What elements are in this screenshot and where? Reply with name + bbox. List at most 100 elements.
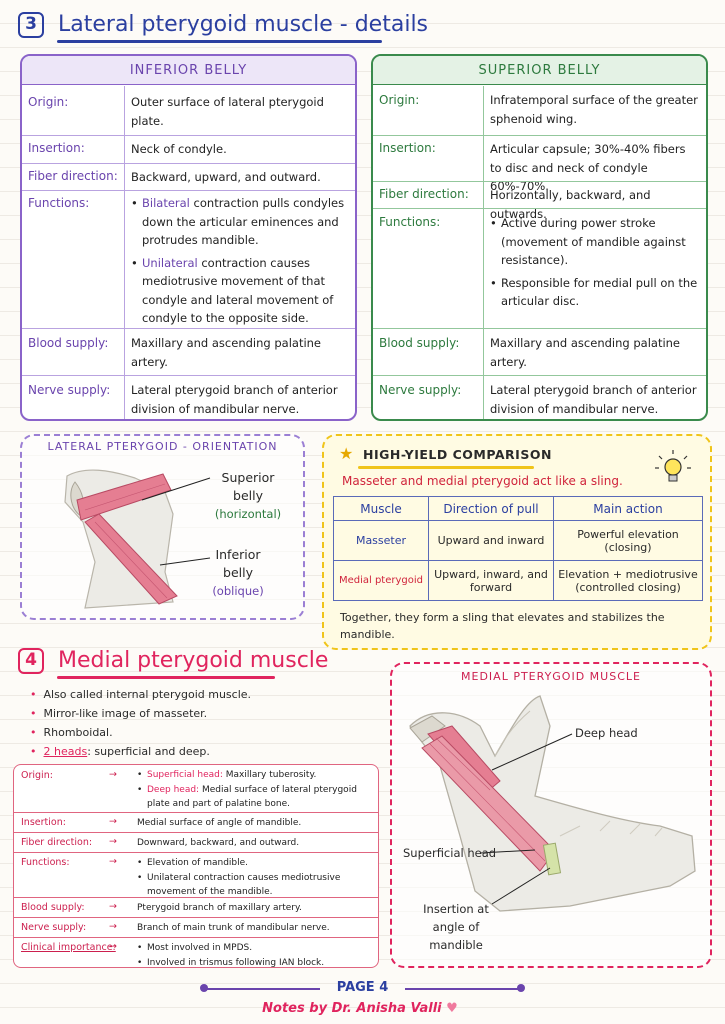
- superior-belly-caption: Superior belly (horizontal): [208, 469, 288, 523]
- footer-line-left: [205, 988, 320, 990]
- inferior-row-origin: Origin: Outer surface of lateral pterygo…: [22, 85, 355, 135]
- superior-row-fiber: Fiber direction: Horizontally, backward,…: [373, 181, 706, 221]
- superior-belly-caption-note: (horizontal): [214, 507, 282, 521]
- comparison-header-direction: Direction of pull: [428, 496, 554, 521]
- author-credit-text: Notes by Dr. Anisha Valli: [262, 1001, 442, 1016]
- superior-insertion-value: Articular capsule; 30%-40% fibers to dis…: [490, 142, 686, 193]
- medial-functions-arrow: →: [109, 856, 117, 867]
- superior-row-blood: Blood supply: Maxillary and ascending pa…: [373, 328, 706, 375]
- superior-row-insertion: Insertion: Articular capsule; 30%-40% fi…: [373, 135, 706, 193]
- medial-row-fiber: Fiber direction: → Downward, backward, a…: [14, 832, 378, 852]
- unilateral-keyword: Unilateral: [142, 255, 198, 270]
- section-3-title: Lateral pterygoid muscle - details: [58, 12, 429, 37]
- inferior-origin-label: Origin:: [28, 95, 69, 109]
- medial-blood-label: Blood supply:: [21, 902, 85, 913]
- medial-fiber-arrow: →: [109, 836, 117, 847]
- medial-functions-label: Functions:: [21, 857, 70, 868]
- superior-blood-value: Maxillary and ascending palatine artery.: [490, 336, 681, 369]
- footer-dot-left: [200, 984, 208, 992]
- superior-origin-label: Origin:: [379, 93, 420, 107]
- medial-figure-title: MEDIAL PTERYGOID MUSCLE: [461, 670, 641, 683]
- inferior-blood-value: Maxillary and ascending palatine artery.: [131, 336, 322, 369]
- inferior-blood-label: Blood supply:: [28, 336, 109, 350]
- medial-insertion-label: Insertion:: [21, 817, 66, 828]
- section-3-number: 3: [18, 12, 44, 38]
- superficial-head-label: Superficial head: [403, 846, 497, 860]
- superficial-head-keyword: Superficial head:: [147, 770, 223, 780]
- medial-blood-value: Pterygoid branch of maxillary artery.: [137, 903, 302, 913]
- medial-functions-value: Elevation of mandible. Unilateral contra…: [137, 856, 372, 900]
- medial-origin-value: Superficial head: Maxillary tuberosity. …: [137, 768, 372, 812]
- comparison-title: HIGH-YIELD COMPARISON: [363, 447, 552, 462]
- deep-head-keyword: Deep head:: [147, 785, 200, 795]
- section-4-bullet-3: • Rhomboidal.: [30, 726, 113, 739]
- medial-row-nerve: Nerve supply: → Branch of main trunk of …: [14, 917, 378, 937]
- inferior-insertion-value: Neck of condyle.: [131, 142, 227, 156]
- comparison-action-masseter: Powerful elevation (closing): [553, 520, 703, 561]
- lightbulb-icon: [655, 450, 691, 482]
- medial-clinical-1: Most involved in MPDS.: [137, 941, 372, 955]
- section-4-bullet-1: • Also called internal pterygoid muscle.: [30, 688, 252, 701]
- inferior-row-fiber: Fiber direction: Backward, upward, and o…: [22, 163, 355, 190]
- comparison-footer: Together, they form a sling that elevate…: [340, 611, 665, 641]
- medial-function-1: Elevation of mandible.: [137, 856, 372, 870]
- medial-row-origin: Origin: → Superficial head: Maxillary tu…: [14, 765, 378, 812]
- inferior-functions-label: Functions:: [28, 196, 90, 210]
- comparison-subtitle: Masseter and medial pterygoid act like a…: [342, 474, 623, 488]
- inferior-origin-value: Outer surface of lateral pterygoid plate…: [131, 95, 324, 128]
- medial-origin-superficial: Superficial head: Maxillary tuberosity.: [137, 768, 372, 782]
- superior-row-origin: Origin: Infratemporal surface of the gre…: [373, 85, 706, 135]
- medial-clinical-label: Clinical importance:: [21, 942, 116, 953]
- medial-nerve-value: Branch of main trunk of mandibular nerve…: [137, 923, 330, 933]
- inferior-nerve-label: Nerve supply:: [28, 383, 111, 397]
- medial-insertion-arrow: →: [109, 816, 117, 827]
- comparison-muscle-masseter: Masseter: [333, 520, 429, 561]
- medial-function-2: Unilateral contraction causes mediotrusi…: [137, 871, 372, 899]
- inferior-row-functions: Functions: Bilateral contraction pulls c…: [22, 190, 355, 328]
- medial-clinical-2: Involved in trismus following IAN block.: [137, 956, 372, 970]
- inferior-function-bilateral: Bilateral contraction pulls condyles dow…: [129, 194, 349, 250]
- comparison-header-muscle: Muscle: [333, 496, 429, 521]
- section-4-bullet-2: • Mirror-like image of masseter.: [30, 707, 208, 720]
- inferior-row-insertion: Insertion: Neck of condyle.: [22, 135, 355, 163]
- comparison-header-row: Muscle Direction of pull Main action: [333, 496, 703, 521]
- inferior-fiber-value: Backward, upward, and outward.: [131, 170, 321, 184]
- comparison-header-action: Main action: [553, 496, 703, 521]
- superior-function-1: Active during power stroke (movement of …: [488, 214, 700, 270]
- superior-functions-label: Functions:: [379, 215, 441, 229]
- inferior-row-blood: Blood supply: Maxillary and ascending pa…: [22, 328, 355, 375]
- section-4-underline: [57, 676, 275, 679]
- inferior-divider: [124, 85, 125, 419]
- superior-function-2: Responsible for medial pull on the artic…: [488, 274, 700, 311]
- superficial-head-text: Maxillary tuberosity.: [222, 770, 317, 780]
- orientation-title: LATERAL PTERYGOID - ORIENTATION: [47, 440, 278, 453]
- inferior-nerve-value: Lateral pterygoid branch of anterior div…: [131, 383, 338, 416]
- superior-row-functions: Functions: Active during power stroke (m…: [373, 208, 706, 328]
- superior-belly-heading: SUPERIOR BELLY: [373, 56, 706, 85]
- footer-line-right: [405, 988, 520, 990]
- comparison-muscle-medial: Medial pterygoid: [333, 560, 429, 601]
- section-3-underline: [57, 40, 382, 43]
- comparison-table: Muscle Direction of pull Main action Mas…: [333, 496, 703, 601]
- medial-origin-label: Origin:: [21, 770, 53, 781]
- inferior-belly-heading: INFERIOR BELLY: [22, 56, 355, 85]
- medial-insertion-value: Medial surface of angle of mandible.: [137, 818, 302, 828]
- medial-row-clinical: Clinical importance: → Most involved in …: [14, 937, 378, 970]
- heads-keyword: 2 heads: [43, 745, 88, 758]
- superior-functions-value: Active during power stroke (movement of …: [488, 214, 700, 315]
- inferior-belly-caption-label: Inferior belly: [215, 547, 261, 580]
- inferior-belly-caption-note: (oblique): [212, 584, 264, 598]
- comparison-title-underline: [358, 466, 534, 469]
- bullet-text-3: Rhomboidal.: [43, 726, 113, 739]
- bullet-text-2: Mirror-like image of masseter.: [43, 707, 208, 720]
- inferior-belly-caption: Inferior belly (oblique): [208, 546, 268, 600]
- deep-head-text: Medial surface of lateral pterygoid plat…: [147, 785, 357, 809]
- medial-fiber-label: Fiber direction:: [21, 837, 93, 848]
- medial-blood-arrow: →: [109, 901, 117, 912]
- insertion-leader-line: [491, 867, 551, 905]
- section-4-bullets: • Also called internal pterygoid muscle.…: [30, 685, 251, 761]
- comparison-row-masseter: Masseter Upward and inward Powerful elev…: [333, 520, 703, 561]
- superior-blood-label: Blood supply:: [379, 336, 460, 350]
- bilateral-text: contraction pulls condyles down the arti…: [142, 196, 345, 247]
- comparison-row-medial: Medial pterygoid Upward, inward, and for…: [333, 560, 703, 601]
